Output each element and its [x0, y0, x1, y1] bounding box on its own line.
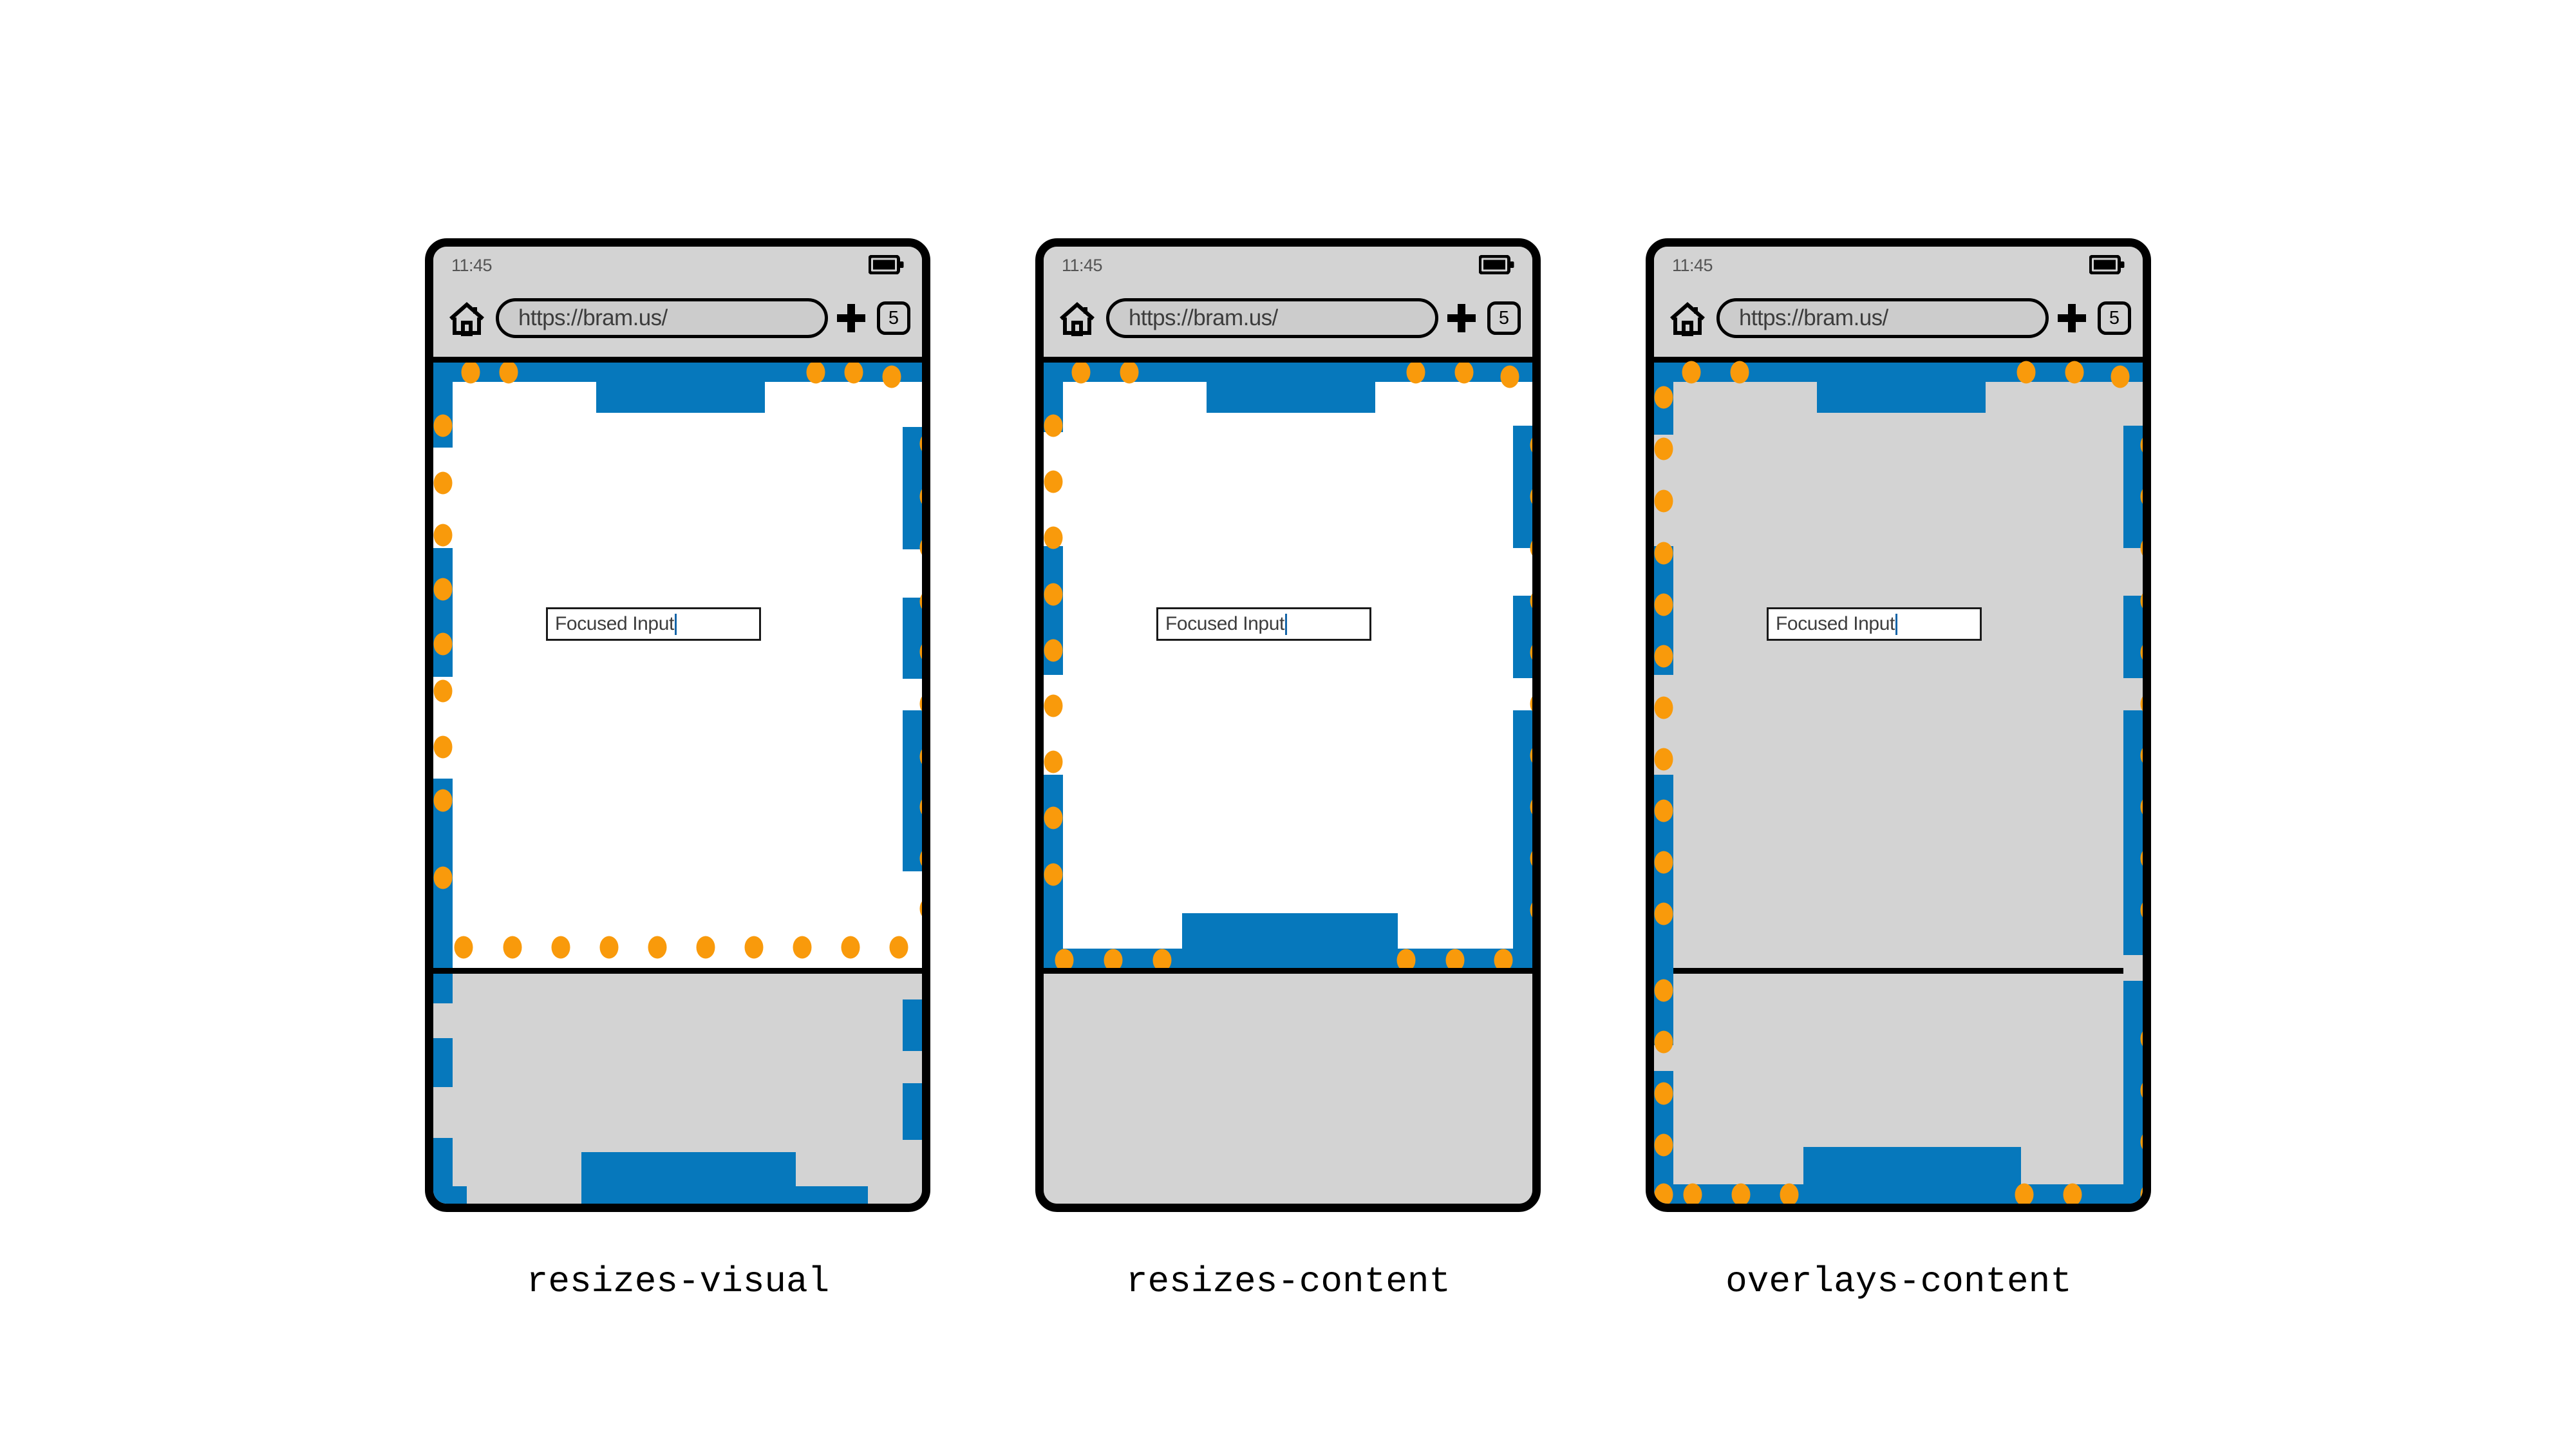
tab-count-button[interactable]: 5	[1487, 301, 1521, 335]
virtual-keyboard-area	[433, 974, 922, 1204]
phone-mockup-resizes-content: 11:45 https://bram.us/ 5	[1035, 238, 1541, 1212]
focused-input-value: Focused Input	[555, 613, 674, 634]
svh-right-bar-top	[1513, 363, 1532, 382]
svw-right-bar	[903, 598, 922, 679]
home-icon[interactable]	[448, 299, 485, 337]
dvw-right-bar-lower	[2123, 981, 2143, 1204]
viewport-keyboard-divider	[1044, 968, 1532, 974]
dvh-bottom-center-block	[1182, 913, 1398, 968]
focused-input-field[interactable]: Focused Input	[1767, 607, 1982, 641]
plus-icon[interactable]	[2058, 304, 2086, 332]
home-icon[interactable]	[1669, 299, 1706, 337]
viewport-unit-bars	[433, 363, 922, 968]
keyboard-overflow-bars	[1044, 974, 1532, 1204]
battery-full-icon	[2089, 255, 2125, 274]
lvh-overflow-right-a	[903, 999, 922, 1051]
focused-input-field[interactable]: Focused Input	[546, 607, 761, 641]
svw-right-bar	[1513, 596, 1532, 678]
lvh-right-bar	[903, 427, 922, 549]
text-caret	[674, 613, 677, 635]
dvw-right-bar	[903, 710, 922, 871]
browser-chrome: 11:45 https://bram.us/ 5	[1044, 247, 1532, 363]
vh-center-top-block	[1817, 363, 1986, 413]
battery-full-icon	[1479, 255, 1514, 274]
url-bar[interactable]: https://bram.us/	[1716, 298, 2049, 338]
lvh-right-bar	[1513, 426, 1532, 548]
status-bar-clock: 11:45	[451, 256, 493, 275]
status-bar-clock: 11:45	[1672, 256, 1713, 275]
status-bar-clock: 11:45	[1062, 256, 1103, 275]
browser-chrome: 11:45 https://bram.us/ 5	[433, 247, 922, 363]
dvw-right-bar	[1513, 710, 1532, 968]
svh-right-bar-top	[903, 363, 922, 382]
caption-overlays-content: overlays-content	[1725, 1261, 2072, 1302]
tab-count-button[interactable]: 5	[2098, 301, 2131, 335]
caption-resizes-visual: resizes-visual	[526, 1261, 830, 1302]
browser-chrome: 11:45 https://bram.us/ 5	[1654, 247, 2143, 363]
keyboard-overflow-bars	[433, 974, 922, 1204]
focused-input-value: Focused Input	[1165, 613, 1284, 634]
text-caret	[1284, 613, 1287, 635]
phone-mockup-overlays-content: 11:45 https://bram.us/ 5	[1646, 238, 2151, 1212]
phone-mockup-resizes-visual: 11:45 https://bram.us/ 5	[425, 238, 930, 1212]
lvh-overflow-left-b	[433, 1038, 453, 1087]
url-text: https://bram.us/	[1739, 305, 1888, 330]
lvw-left-bar	[1044, 546, 1063, 675]
lvh-overflow-left-a	[433, 974, 453, 1003]
svh-left-bar	[433, 363, 453, 448]
caption-resizes-content: resizes-content	[1125, 1261, 1451, 1302]
web-content-viewport: Focused Input	[1654, 363, 2143, 968]
plus-icon[interactable]	[1447, 304, 1476, 332]
plus-icon[interactable]	[837, 304, 865, 332]
lvh-overflow-left-foot	[433, 1186, 467, 1204]
web-content-viewport: Focused Input	[433, 363, 922, 968]
svw-right-bar	[2123, 596, 2143, 678]
lvh-bottom-center-block	[1803, 1147, 2021, 1204]
web-content-viewport: Focused Input	[1044, 363, 1532, 968]
tab-count-button[interactable]: 5	[877, 301, 910, 335]
url-text: https://bram.us/	[518, 305, 668, 330]
browser-toolbar: https://bram.us/ 5	[433, 283, 922, 354]
dvh-left-bar	[1044, 775, 1063, 968]
dvh-left-bar	[433, 779, 453, 968]
dvw-right-bar	[2123, 710, 2143, 955]
browser-toolbar: https://bram.us/ 5	[1654, 283, 2143, 354]
text-caret	[1895, 613, 1897, 635]
url-text: https://bram.us/	[1129, 305, 1278, 330]
vh-center-top-block	[1207, 363, 1375, 413]
browser-toolbar: https://bram.us/ 5	[1044, 283, 1532, 354]
url-bar[interactable]: https://bram.us/	[496, 298, 828, 338]
virtual-keyboard-area	[1044, 974, 1532, 1204]
focused-input-field[interactable]: Focused Input	[1156, 607, 1371, 641]
lvh-overflow-bottom-bar	[581, 1186, 868, 1204]
vh-center-top-block	[596, 363, 765, 413]
svh-left-bar	[1044, 363, 1063, 432]
viewport-unit-bars	[1044, 363, 1532, 968]
url-bar[interactable]: https://bram.us/	[1106, 298, 1438, 338]
lvw-left-bar	[433, 548, 453, 677]
lvh-right-bar	[2123, 426, 2143, 548]
focused-input-value: Focused Input	[1776, 613, 1895, 634]
viewport-keyboard-divider	[1673, 968, 2123, 974]
home-icon[interactable]	[1058, 299, 1096, 337]
lvh-overflow-right-b	[903, 1083, 922, 1140]
battery-full-icon	[869, 255, 904, 274]
viewport-keyboard-divider	[433, 968, 922, 974]
